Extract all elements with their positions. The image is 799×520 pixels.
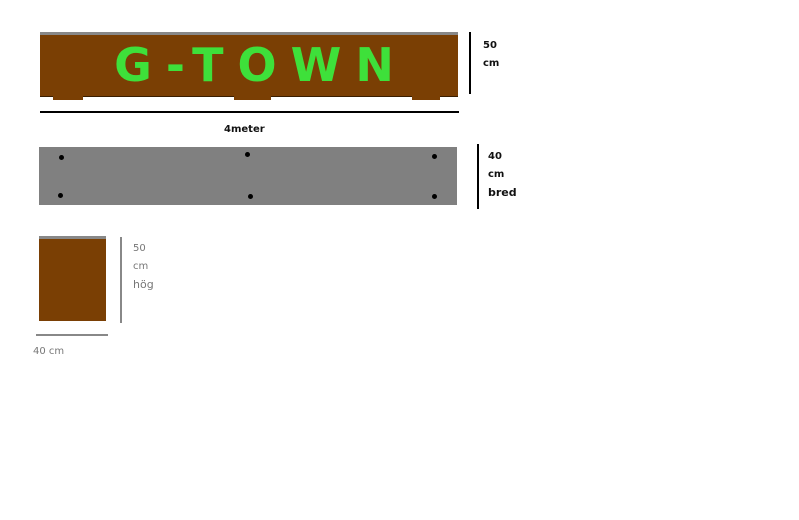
bolt-hole [58, 193, 63, 198]
side-height-unit: cm [133, 261, 149, 272]
g-town-sign: G-TOWN [114, 38, 408, 92]
height-dimension-line [469, 32, 471, 94]
side-height-word: hög [133, 278, 154, 291]
side-height-line [120, 237, 122, 323]
width-word: bred [488, 186, 517, 199]
foot-middle [234, 96, 271, 100]
front-view-top-edge [40, 32, 458, 35]
side-height-value: 50 [133, 243, 146, 254]
length-label: 4meter [224, 124, 265, 135]
foot-left [53, 96, 83, 100]
width-value: 40 [488, 151, 502, 162]
bolt-hole [432, 194, 437, 199]
bolt-hole [432, 154, 437, 159]
side-view-top-edge [39, 236, 106, 239]
bolt-hole [248, 194, 253, 199]
width-dimension-line [477, 144, 479, 209]
length-dimension-line [40, 111, 459, 113]
height-value: 50 [483, 40, 497, 51]
side-width-line [36, 334, 108, 336]
height-unit: cm [483, 58, 500, 69]
bolt-hole [245, 152, 250, 157]
foot-right [412, 96, 440, 100]
width-unit: cm [488, 169, 505, 180]
front-view-box: G-TOWN [40, 35, 458, 97]
bolt-hole [59, 155, 64, 160]
top-view-box [39, 147, 457, 205]
side-width-label: 40 cm [33, 346, 65, 357]
side-view-box [39, 239, 106, 321]
